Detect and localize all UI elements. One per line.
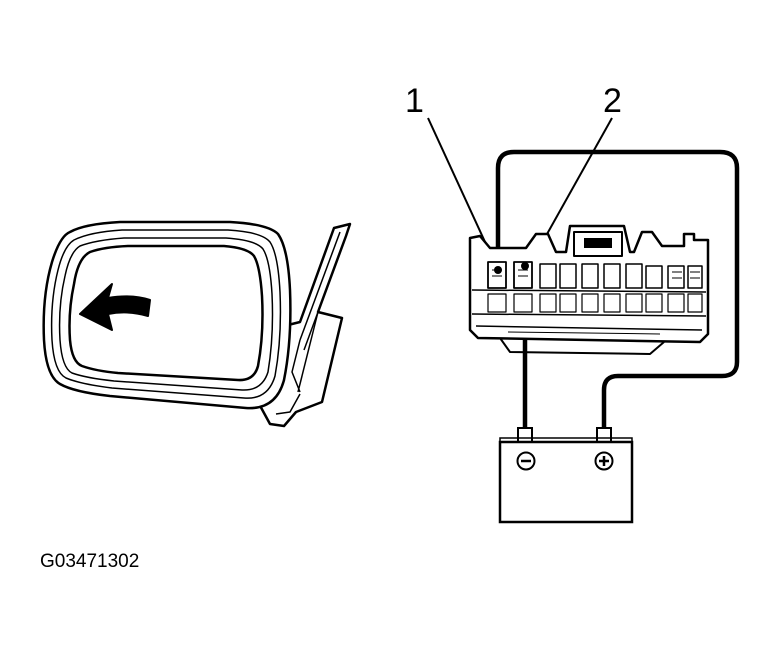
battery-negative-icon <box>516 451 536 471</box>
mirror-connector <box>468 224 710 355</box>
terminal-2-probe <box>521 262 529 270</box>
outside-mirror <box>42 220 352 428</box>
rotate-left-arrow-icon <box>79 283 151 331</box>
mirror-glass <box>68 244 264 382</box>
connector-test-setup <box>427 117 740 524</box>
terminal-1-probe <box>494 266 502 274</box>
wire-positive <box>495 149 740 430</box>
battery-positive-icon <box>594 451 614 471</box>
callout-label-2: 2 <box>603 82 622 120</box>
callout-label-1: 1 <box>405 82 424 120</box>
mirror-housing <box>42 220 292 410</box>
battery <box>498 427 634 524</box>
figure-id: G03471302 <box>40 551 140 572</box>
